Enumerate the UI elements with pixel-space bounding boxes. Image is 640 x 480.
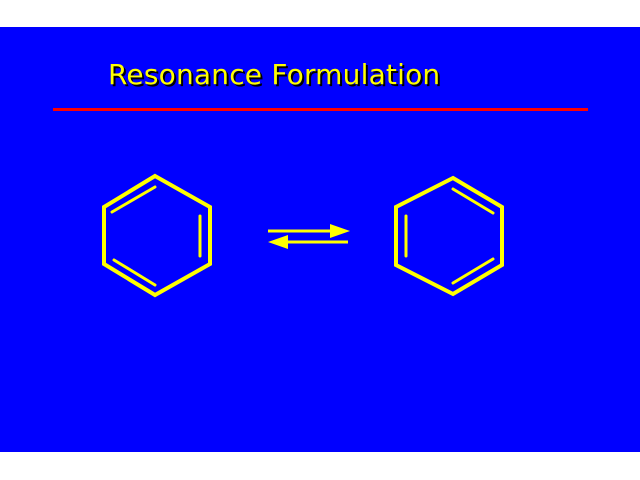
title-rule xyxy=(53,108,588,111)
resonance-scene xyxy=(102,173,504,298)
benzene-kekule-structure-icon xyxy=(394,175,504,297)
slide: Resonance Formulation xyxy=(0,27,640,452)
equilibrium-arrows-icon xyxy=(268,224,350,249)
slide-title: Resonance Formulation xyxy=(108,58,441,91)
benzene-kekule-structure-icon xyxy=(102,173,212,298)
